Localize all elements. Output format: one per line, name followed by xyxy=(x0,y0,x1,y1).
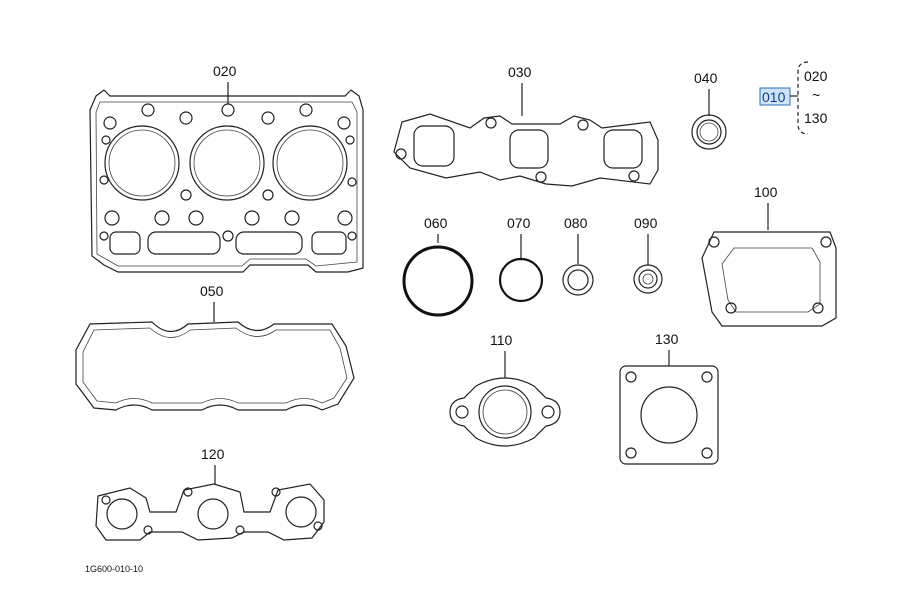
callout-060[interactable]: 060 xyxy=(424,215,448,231)
part-040-seal[interactable]: 040 xyxy=(691,70,727,150)
kit-number[interactable]: 010 xyxy=(762,89,786,105)
part-130-square-gasket[interactable]: 130 xyxy=(619,331,719,465)
callout-130[interactable]: 130 xyxy=(655,331,679,347)
callout-040[interactable]: 040 xyxy=(694,70,718,86)
part-030-exhaust-gasket[interactable]: 030 xyxy=(393,64,659,187)
bore-3 xyxy=(272,125,348,201)
part-080-washer[interactable]: 080 xyxy=(562,215,594,296)
callout-090[interactable]: 090 xyxy=(634,215,658,231)
callout-050[interactable]: 050 xyxy=(200,283,224,299)
callout-020[interactable]: 020 xyxy=(213,63,237,79)
kit-reference-010[interactable]: 010 020 ~ 130 xyxy=(759,61,828,135)
o-ring-060 xyxy=(402,245,474,317)
part-050-cover-gasket[interactable]: 050 xyxy=(75,283,355,411)
callout-070[interactable]: 070 xyxy=(507,215,531,231)
part-120-intake-gasket[interactable]: 120 xyxy=(95,446,325,541)
kit-range-sep: ~ xyxy=(812,87,820,103)
bore-2 xyxy=(189,125,265,201)
gasket-100-outline xyxy=(701,231,837,327)
kit-range-from: 020 xyxy=(804,68,828,84)
part-090-seal[interactable]: 090 xyxy=(633,215,663,294)
callout-110[interactable]: 110 xyxy=(490,332,513,348)
gasket-050-outline xyxy=(75,321,355,411)
gasket-110-outline xyxy=(449,377,561,447)
callout-030[interactable]: 030 xyxy=(508,64,532,80)
callout-080[interactable]: 080 xyxy=(564,215,588,231)
kit-bracket xyxy=(797,61,809,135)
bore-1 xyxy=(104,125,180,201)
part-020-head-gasket[interactable]: 020 xyxy=(89,63,364,273)
gasket-020-outline xyxy=(89,89,364,273)
part-100-flange-gasket[interactable]: 100 xyxy=(701,184,837,327)
gasket-130-outline xyxy=(619,365,719,465)
diagram-code: 1G600-010-10 xyxy=(85,564,143,574)
part-060-o-ring[interactable]: 060 xyxy=(402,215,474,317)
callout-100[interactable]: 100 xyxy=(754,184,778,200)
o-ring-070 xyxy=(498,257,544,303)
gasket-030-outline xyxy=(393,113,659,187)
kit-range-to: 130 xyxy=(804,110,828,126)
callout-120[interactable]: 120 xyxy=(201,446,225,462)
part-070-o-ring[interactable]: 070 xyxy=(498,215,544,303)
gasket-120-outline xyxy=(95,483,325,541)
part-110-thermostat-gasket[interactable]: 110 xyxy=(449,332,561,447)
